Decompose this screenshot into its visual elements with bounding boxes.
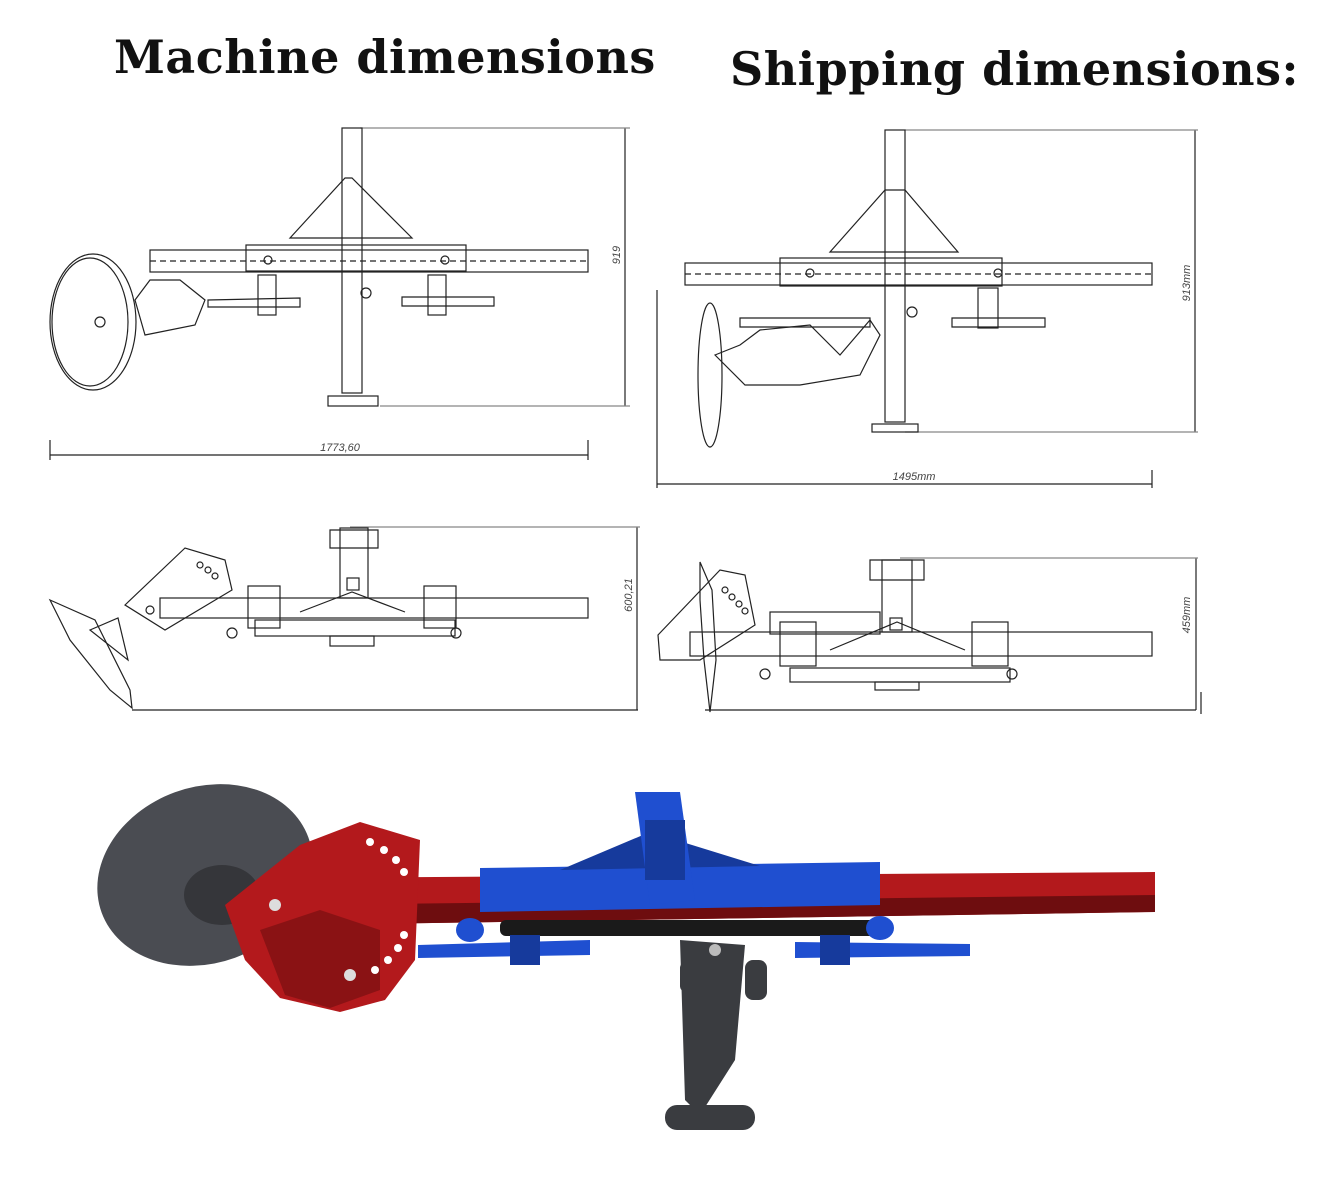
machine-width-dimension: 600,21 [623, 578, 635, 612]
shipping-length-dimension: 1495mm [893, 471, 936, 483]
shipping-width-dimension: 459mm [1181, 597, 1193, 634]
stand-leg [680, 940, 745, 1115]
blue-tool-left [418, 940, 590, 958]
machine-length-dimension: 1773,60 [320, 442, 361, 454]
machine-height-dimension: 919 [611, 246, 623, 264]
machine-dimensions-heading: Machine dimensions [114, 30, 656, 84]
hydraulic-cylinder [500, 920, 880, 936]
shipping-height-dimension: 913mm [1181, 265, 1193, 302]
shipping-dimensions-heading: Shipping dimensions: [730, 42, 1299, 96]
